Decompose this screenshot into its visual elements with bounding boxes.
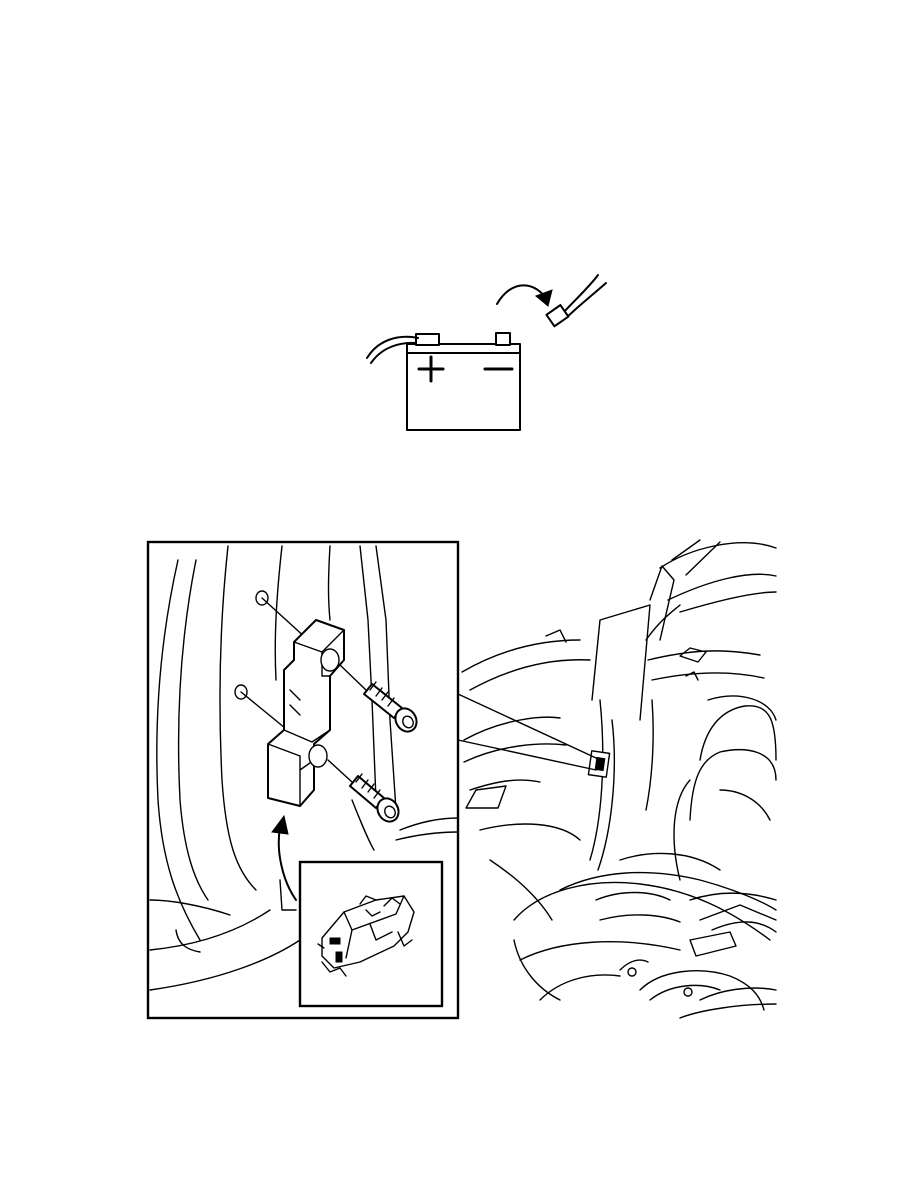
sensor-bracket (267, 619, 345, 807)
battery-disconnect-illustration (366, 274, 607, 431)
car-interior-overview (461, 539, 777, 1019)
connector-closeup-icon (317, 895, 415, 977)
sensor-location-marker (587, 750, 611, 778)
plus-sign-icon (417, 355, 445, 383)
mounting-screw-upper (339, 664, 418, 733)
seat-drawing (513, 695, 777, 1001)
detail-panel (146, 540, 460, 1020)
zoom-callout-lines-icon (457, 693, 597, 771)
negative-terminal (495, 332, 511, 346)
curved-arrow-up-icon (271, 814, 297, 901)
disconnected-negative-cable (545, 274, 607, 328)
battery-icon (406, 332, 521, 431)
center-console (619, 892, 777, 1019)
positive-cable (366, 335, 419, 364)
positive-terminal (415, 333, 440, 346)
curved-arrow-icon (496, 284, 553, 307)
mounting-screw-lower (327, 759, 400, 823)
connector-inset (298, 860, 444, 1008)
